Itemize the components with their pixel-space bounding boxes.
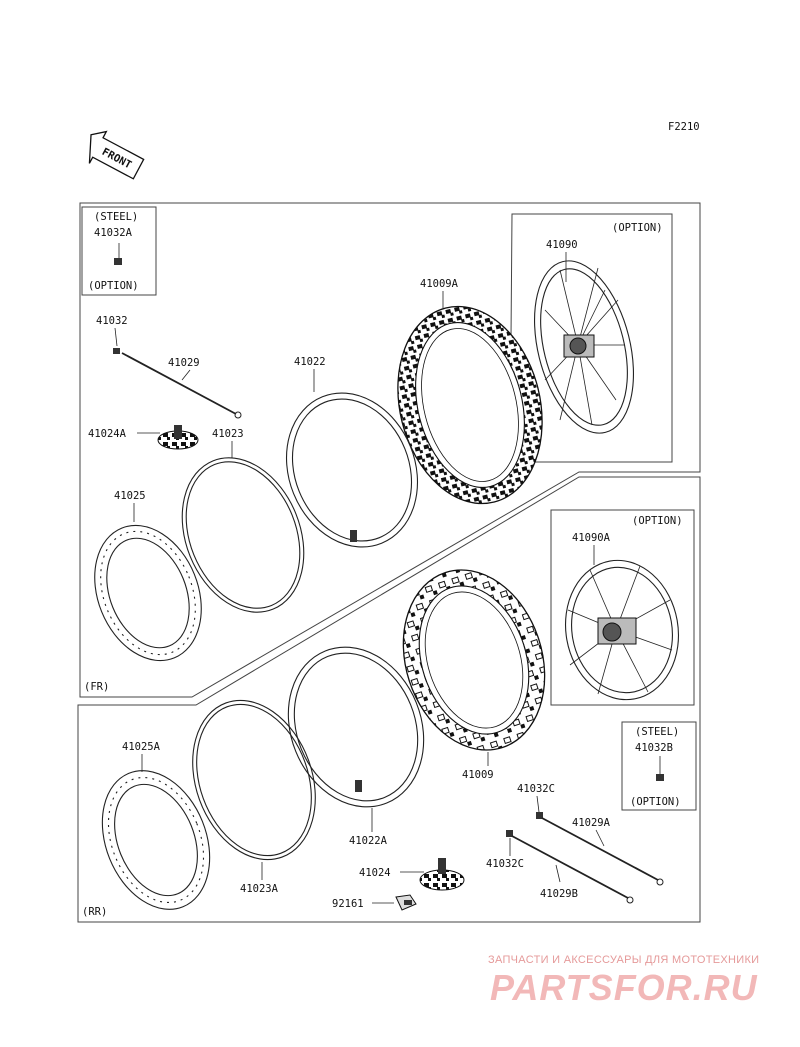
front-rim-band-icon (181, 457, 305, 613)
spoke-nipple-rear-upper-icon (536, 812, 543, 819)
option-note-rear-steel: (OPTION) (630, 796, 681, 808)
label-41023: 41023 (212, 428, 244, 440)
label-41024: 41024 (359, 867, 391, 879)
label-41090A: 41090A (572, 532, 611, 544)
steel-option-box-front (81, 206, 157, 296)
rear-panel-frame (77, 476, 701, 923)
steel-note-rear: (STEEL) (635, 726, 679, 738)
label-92161: 92161 (332, 898, 364, 910)
label-41029: 41029 (168, 357, 200, 369)
front-tire-icon (397, 305, 543, 505)
spoke-nipple-rear-lower-icon (506, 830, 513, 837)
front-tube-icon (285, 392, 419, 548)
spoke-a-icon (541, 817, 664, 886)
front-panel-frame (79, 202, 701, 698)
label-41022: 41022 (294, 356, 326, 368)
label-41025A: 41025A (122, 741, 161, 753)
option-note-wheel-front: (OPTION) (612, 222, 663, 234)
label-41032: 41032 (96, 315, 128, 327)
rear-rim-band-icon (192, 699, 316, 861)
label-41032B: 41032B (635, 742, 673, 754)
valve-nut-rear-icon (656, 756, 664, 781)
label-41022A: 41022A (349, 835, 388, 847)
label-41029A: 41029A (572, 817, 611, 829)
option-note-front-steel: (OPTION) (88, 280, 139, 292)
label-41025: 41025 (114, 490, 146, 502)
spoke-nipple-icon (113, 348, 120, 354)
option-note-wheel-rear: (OPTION) (632, 515, 683, 527)
label-41009A: 41009A (420, 278, 459, 290)
rear-tube-icon (287, 646, 425, 808)
rear-rim-lock-icon (419, 858, 465, 891)
label-41009: 41009 (462, 769, 494, 781)
label-41032A: 41032A (94, 227, 133, 239)
watermark-logo: PARTSFOR.RU (490, 967, 758, 1008)
label-41029B: 41029B (540, 888, 578, 900)
label-41090: 41090 (546, 239, 578, 251)
front-spoked-wheel-icon (533, 260, 635, 434)
wheel-option-box-rear (550, 509, 695, 706)
label-41032C-upper: 41032C (517, 783, 555, 795)
label-41023A: 41023A (240, 883, 279, 895)
spoke-icon (121, 352, 242, 419)
rear-section-label: (RR) (82, 906, 107, 918)
label-41024A: 41024A (88, 428, 127, 440)
rubber-pad-icon (395, 894, 417, 911)
rear-spoked-wheel-icon (564, 559, 680, 701)
front-rim-icon (94, 524, 202, 662)
front-arrow-icon: FRONT (88, 130, 145, 180)
rear-rim-icon (101, 770, 211, 910)
valve-nut-icon (114, 243, 122, 265)
watermark-tagline: ЗАПЧАСТИ И АКСЕССУАРЫ ДЛЯ МОТОТЕХНИКИ (488, 954, 759, 966)
spoke-b-icon (511, 835, 634, 904)
front-section-label: (FR) (84, 681, 109, 693)
figure-code: F2210 (668, 121, 700, 133)
rear-tire-icon (402, 569, 546, 751)
rim-lock-icon (157, 425, 199, 450)
label-41032C-lower: 41032C (486, 858, 524, 870)
steel-note-front: (STEEL) (94, 211, 138, 223)
steel-option-box-rear (621, 721, 697, 811)
